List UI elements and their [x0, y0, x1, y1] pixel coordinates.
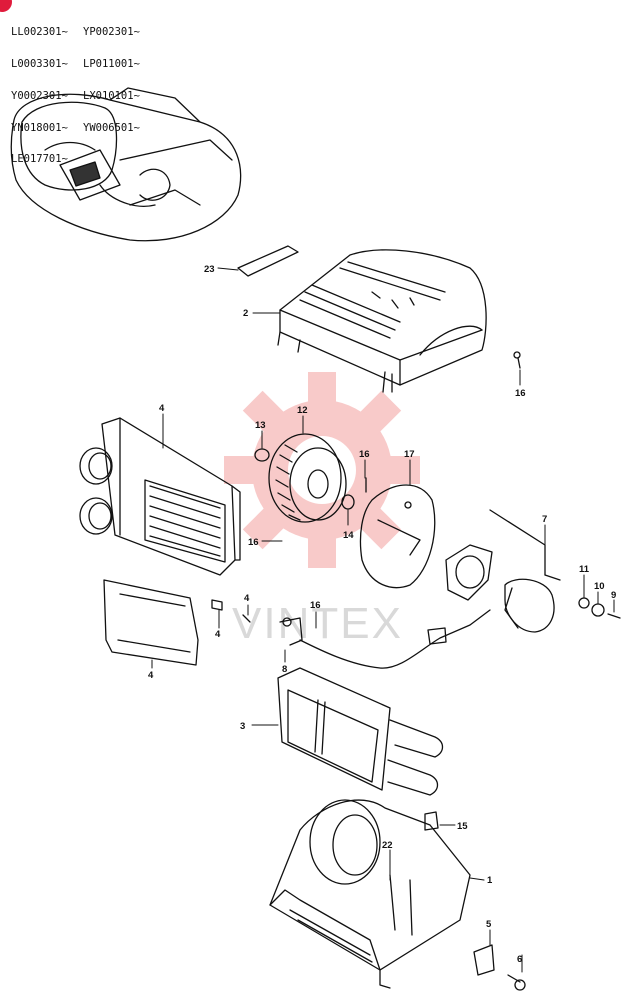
- callout-11: 11: [579, 564, 590, 575]
- serial-column-right: YP002301~ LP011001~ LX010101~ YW006501~: [83, 6, 140, 154]
- callout-labels: 23 2 16 4 13 12 16 17 14 16 7 11 10 9 4 …: [148, 264, 616, 965]
- serial-range: L0003301~: [11, 57, 68, 70]
- serial-range: LP011001~: [83, 57, 140, 70]
- callout-13: 13: [255, 420, 266, 431]
- serial-column-left: LL002301~ L0003301~ Y0002301~ YN018001~ …: [11, 6, 68, 186]
- serial-range: Y0002301~: [11, 89, 68, 102]
- callout-7: 7: [542, 514, 547, 525]
- part-17-fan-shroud: [359, 484, 436, 589]
- part-12-blower-fan: [268, 433, 347, 523]
- callout-1: 1: [487, 875, 493, 886]
- callout-10: 10: [594, 581, 605, 592]
- callout-4: 4: [244, 593, 250, 604]
- callout-4: 4: [215, 629, 221, 640]
- callout-9: 9: [611, 590, 616, 601]
- part-4-outlet-housing: [79, 417, 241, 576]
- callout-14: 14: [343, 530, 354, 541]
- callout-6: 6: [517, 954, 522, 965]
- part-1-heater-case: [269, 799, 471, 989]
- part-3-heater-core: [277, 667, 444, 796]
- part-14-nut: [341, 494, 355, 510]
- callout-17: 17: [404, 449, 415, 460]
- part-13-nut: [254, 448, 270, 462]
- dashboard-overview-drawing: [10, 87, 242, 242]
- part-5-bracket: [473, 944, 495, 976]
- wiring-harness: [299, 609, 491, 669]
- callout-4: 4: [148, 670, 154, 681]
- part-4-bracket-plate: [103, 579, 199, 666]
- callout-22: 22: [382, 840, 393, 851]
- serial-range: YW006501~: [83, 121, 140, 134]
- part-15-clip: [424, 811, 439, 831]
- serial-range: LX010101~: [83, 89, 140, 102]
- callout-16: 16: [310, 600, 321, 611]
- serial-range: LE017701~: [11, 153, 68, 166]
- callout-12: 12: [297, 405, 308, 416]
- callout-8: 8: [282, 664, 287, 675]
- callout-16: 16: [359, 449, 370, 460]
- part-23-label-strip: [237, 245, 299, 277]
- part-9-bolt: [607, 613, 621, 619]
- screw-16: [517, 357, 521, 369]
- serial-range: YN018001~: [11, 121, 68, 134]
- part-2-duct-cover: [277, 249, 487, 393]
- leader-lines: [151, 267, 615, 973]
- part-11-nut: [578, 597, 590, 609]
- watermark-gear-icon: [224, 372, 420, 568]
- callout-2: 2: [243, 308, 248, 319]
- callout-23: 23: [204, 264, 215, 275]
- part-10-washer: [591, 603, 605, 617]
- callout-5: 5: [486, 919, 492, 930]
- corner-marker: [0, 0, 12, 12]
- serial-range: YP002301~: [83, 26, 140, 39]
- part-8-resistor: [279, 617, 303, 646]
- callout-16: 16: [515, 388, 526, 399]
- callout-4: 4: [159, 403, 165, 414]
- clip-4: [211, 599, 223, 611]
- serial-range: LL002301~: [11, 26, 68, 39]
- callout-3: 3: [240, 721, 245, 732]
- callout-16: 16: [248, 537, 259, 548]
- callout-15: 15: [457, 821, 468, 832]
- part-7-blower-motor: [445, 509, 561, 633]
